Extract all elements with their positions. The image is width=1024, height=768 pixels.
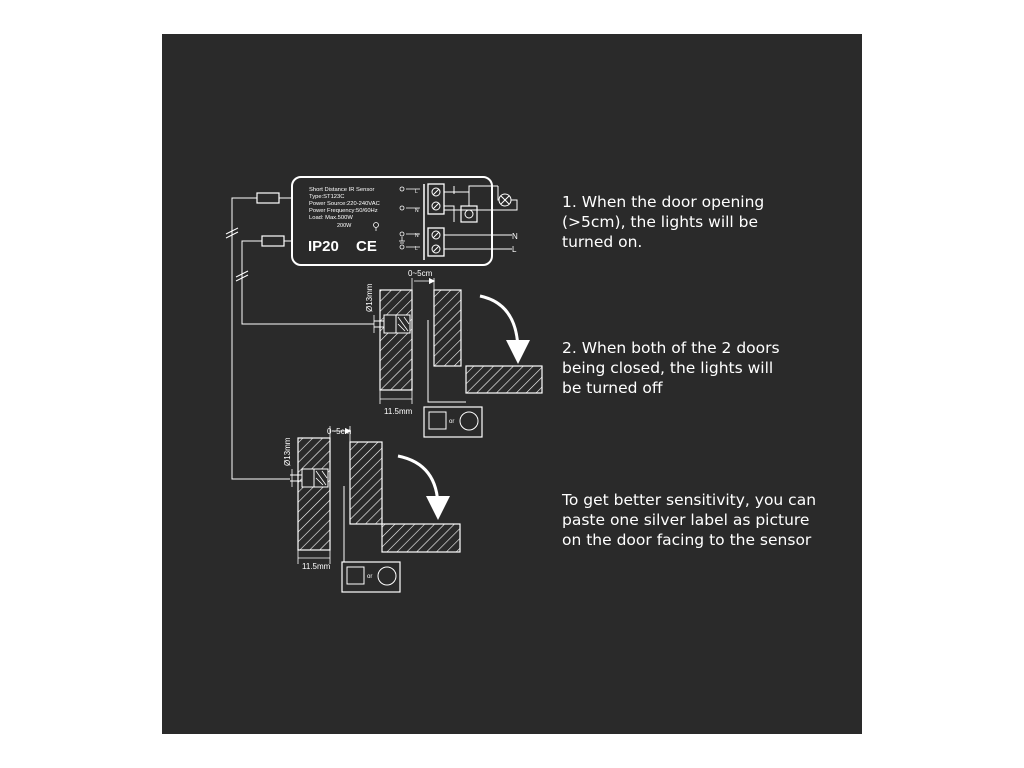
note-doors-closed: 2. When both of the 2 doors being closed… bbox=[562, 339, 780, 397]
ce-mark: CE bbox=[356, 238, 377, 255]
diameter-dimension: Ø13mm bbox=[365, 283, 374, 312]
depth-dimension: 11.5mm bbox=[302, 562, 331, 571]
controller-label-line: Power Source:220-240VAC bbox=[309, 201, 380, 207]
terminal-letter: L bbox=[415, 189, 418, 195]
wiring-diagram: Short Distance IR Sensor Type:ST123C Pow… bbox=[225, 176, 543, 593]
diagram-panel: Short Distance IR Sensor Type:ST123C Pow… bbox=[162, 34, 862, 734]
controller-unit: Short Distance IR Sensor Type:ST123C Pow… bbox=[256, 176, 518, 266]
terminal-letter: L bbox=[415, 246, 418, 252]
gap-dimension: 0~5cm bbox=[327, 427, 352, 436]
mains-label: N bbox=[512, 232, 518, 241]
gap-dimension: 0~5cm bbox=[408, 269, 433, 278]
controller-wattage: 200W bbox=[337, 223, 352, 229]
terminal-letter: N bbox=[415, 208, 419, 214]
diameter-dimension: Ø13mm bbox=[283, 437, 292, 466]
upper-door-assembly: 0~5cm Ø13mm 11.5mm or bbox=[365, 269, 543, 438]
controller-label-line: Power Frequency:50/60Hz bbox=[309, 208, 378, 214]
or-label: or bbox=[367, 574, 372, 580]
terminal-block bbox=[427, 183, 478, 257]
terminal-letter: N bbox=[415, 233, 419, 239]
silver-label-swatch: or bbox=[423, 406, 483, 438]
silver-label-swatch: or bbox=[341, 561, 401, 593]
lower-door-assembly: 0~5cm Ø13mm 11.5mm or bbox=[283, 426, 461, 593]
note-silver-label: To get better sensitivity, you can paste… bbox=[562, 491, 817, 549]
controller-label: Short Distance IR Sensor Type:ST123C Pow… bbox=[309, 187, 380, 221]
sensor-cable bbox=[225, 197, 374, 480]
sensor-connector bbox=[261, 235, 292, 247]
bulb-icon bbox=[373, 222, 379, 231]
ip-rating: IP20 bbox=[308, 238, 339, 255]
or-label: or bbox=[449, 419, 454, 425]
sensor-connector bbox=[256, 192, 292, 204]
note-door-opening: 1. When the door opening (>5cm), the lig… bbox=[562, 193, 765, 251]
controller-label-line: Type:ST123C bbox=[309, 194, 344, 200]
controller-label-line: Load: Max.500W bbox=[309, 215, 353, 221]
controller-label-line: Short Distance IR Sensor bbox=[309, 187, 374, 193]
earth-icon bbox=[399, 237, 405, 244]
lamp-icon bbox=[498, 193, 512, 207]
mains-label: L bbox=[512, 245, 517, 254]
depth-dimension: 11.5mm bbox=[384, 407, 413, 416]
